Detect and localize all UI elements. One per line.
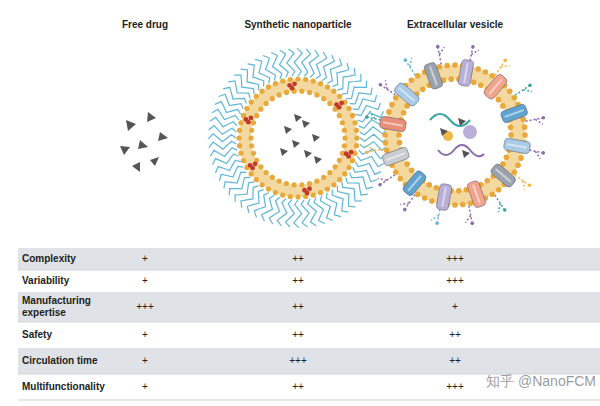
column-header: Free drug <box>122 19 168 31</box>
table-cell: ++ <box>292 253 304 265</box>
watermark: 知乎 @NanoFCM <box>486 373 596 389</box>
table-cell: +++ <box>446 275 464 287</box>
table-cell: +++ <box>136 301 154 313</box>
table-cell: + <box>452 301 458 313</box>
synthetic-nanoparticle <box>208 48 387 227</box>
table-cell: ++ <box>292 275 304 287</box>
table-cell: ++ <box>292 381 304 393</box>
table-bands <box>18 248 600 400</box>
table-cell: + <box>142 275 148 287</box>
table-cell: +++ <box>446 253 464 265</box>
row-label: Multifunctionality <box>22 381 122 393</box>
table-cell: ++ <box>449 355 461 367</box>
free-drug-molecules <box>120 112 168 172</box>
row-label: Safety <box>22 329 122 341</box>
table-cell: + <box>142 329 148 341</box>
table-cell: + <box>142 253 148 265</box>
table-cell: + <box>142 381 148 393</box>
table-cell: ++ <box>292 301 304 313</box>
table-cell: ++ <box>292 329 304 341</box>
table-cell: ++ <box>449 329 461 341</box>
table-cell: + <box>142 355 148 367</box>
extracellular-vesicle <box>365 45 545 225</box>
table-cell: +++ <box>289 355 307 367</box>
column-header: Synthetic nanoparticle <box>244 19 351 31</box>
row-label: Circulation time <box>22 355 122 367</box>
table-cell: +++ <box>446 381 464 393</box>
row-label: Variability <box>22 275 122 287</box>
row-label: Complexity <box>22 253 122 265</box>
column-header: Extracellular vesicle <box>407 19 503 31</box>
row-label: Manufacturing expertise <box>22 295 122 319</box>
